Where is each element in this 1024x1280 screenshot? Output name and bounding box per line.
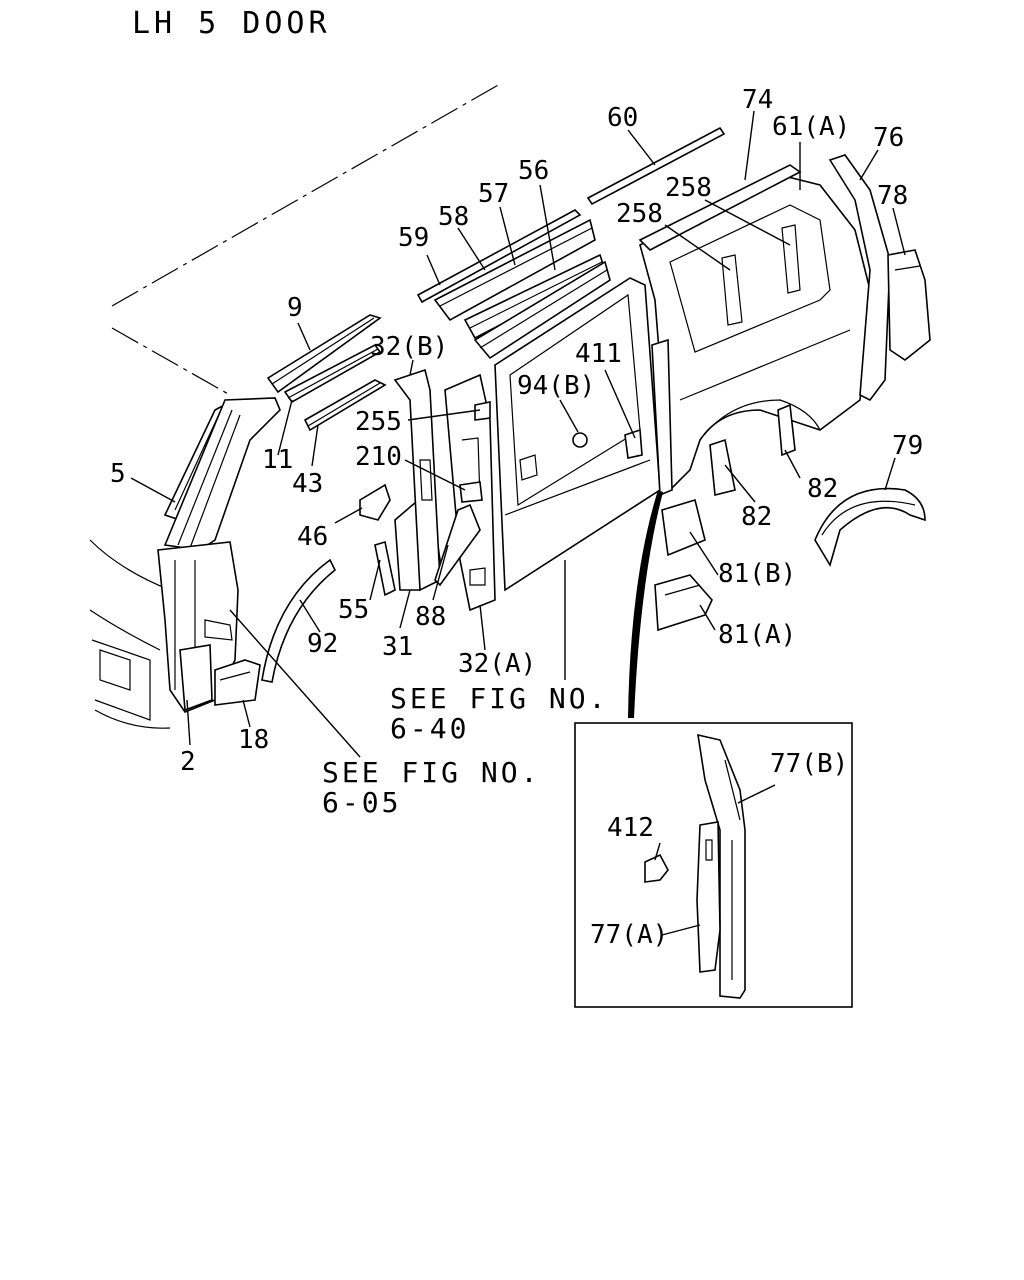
label-78: 78: [877, 181, 908, 211]
part-78-rear-corner: [887, 249, 931, 361]
label-92: 92: [307, 629, 338, 659]
label-32a: 32(A): [458, 649, 536, 679]
part-18-bracket: [214, 659, 261, 706]
part-55-reinforcement: [374, 540, 396, 597]
label-18: 18: [238, 725, 269, 755]
label-60: 60: [607, 103, 638, 133]
label-76: 76: [873, 123, 904, 153]
label-5: 5: [110, 459, 126, 489]
part-76-rear-pillar: [828, 154, 891, 402]
label-9: 9: [287, 293, 303, 323]
part-88-trim: [434, 503, 481, 587]
part-82-bracket-a: [709, 438, 736, 497]
label-11: 11: [262, 445, 293, 475]
part-210-bracket: [459, 481, 483, 503]
label-77b: 77(B): [770, 749, 848, 779]
part-82-bracket-b: [777, 403, 796, 457]
part-411-striker: [624, 428, 643, 459]
part-56-rail: [473, 260, 611, 360]
part-43-rail: [303, 379, 387, 432]
label-255: 255: [355, 407, 402, 437]
ref-fig-605-line1: SEE FIG NO.: [322, 756, 540, 789]
part-11-rail: [283, 343, 382, 404]
label-81b: 81(B): [718, 559, 796, 589]
label-59: 59: [398, 223, 429, 253]
label-46: 46: [297, 522, 328, 552]
part-79-rear-wheel-arch: [814, 487, 926, 567]
part-258-strip-b: [781, 224, 801, 294]
label-210: 210: [355, 442, 402, 472]
part-61a-quarter-panel: [639, 174, 871, 492]
part-9-roof-rail: [266, 314, 382, 394]
part-60-roof-molding: [586, 126, 726, 206]
part-59-rail: [416, 209, 582, 304]
label-55: 55: [338, 595, 369, 625]
part-258-strip-a: [721, 254, 743, 326]
part-rear-door-pillar: [651, 338, 673, 497]
label-61a: 61(A): [772, 112, 850, 142]
detail-inset: [574, 722, 853, 1008]
inset-pointer: [628, 490, 663, 718]
label-94b: 94(B): [517, 371, 595, 401]
label-56: 56: [518, 156, 549, 186]
label-43: 43: [292, 469, 323, 499]
label-411: 411: [575, 339, 622, 369]
ref-fig-640-line2: 6-40: [390, 712, 469, 745]
label-82-left: 82: [741, 502, 772, 532]
label-258-right: 258: [665, 173, 712, 203]
label-74: 74: [742, 85, 773, 115]
part-58-rail: [433, 218, 596, 322]
diagram-title: LH 5 DOOR: [132, 6, 331, 41]
body-outline: [89, 83, 501, 729]
part-255-clip: [474, 401, 491, 421]
label-32b: 32(B): [370, 332, 448, 362]
label-31: 31: [382, 632, 413, 662]
part-81b-bracket: [661, 498, 706, 557]
part-94b-clip: [572, 432, 588, 448]
label-88: 88: [415, 602, 446, 632]
label-77a: 77(A): [590, 920, 668, 950]
label-412: 412: [607, 813, 654, 843]
leader-lines: [130, 110, 906, 936]
label-258-left: 258: [616, 199, 663, 229]
part-81a-bracket: [654, 574, 713, 632]
label-79: 79: [892, 431, 923, 461]
ref-fig-640-line1: SEE FIG NO.: [390, 682, 608, 715]
label-58: 58: [438, 202, 469, 232]
label-57: 57: [478, 179, 509, 209]
label-81a: 81(A): [718, 620, 796, 650]
label-82-right: 82: [807, 474, 838, 504]
label-2: 2: [180, 747, 196, 777]
ref-fig-605-line2: 6-05: [322, 786, 401, 819]
part-92-wheel-arch: [261, 558, 337, 683]
part-46-bracket: [359, 483, 391, 521]
